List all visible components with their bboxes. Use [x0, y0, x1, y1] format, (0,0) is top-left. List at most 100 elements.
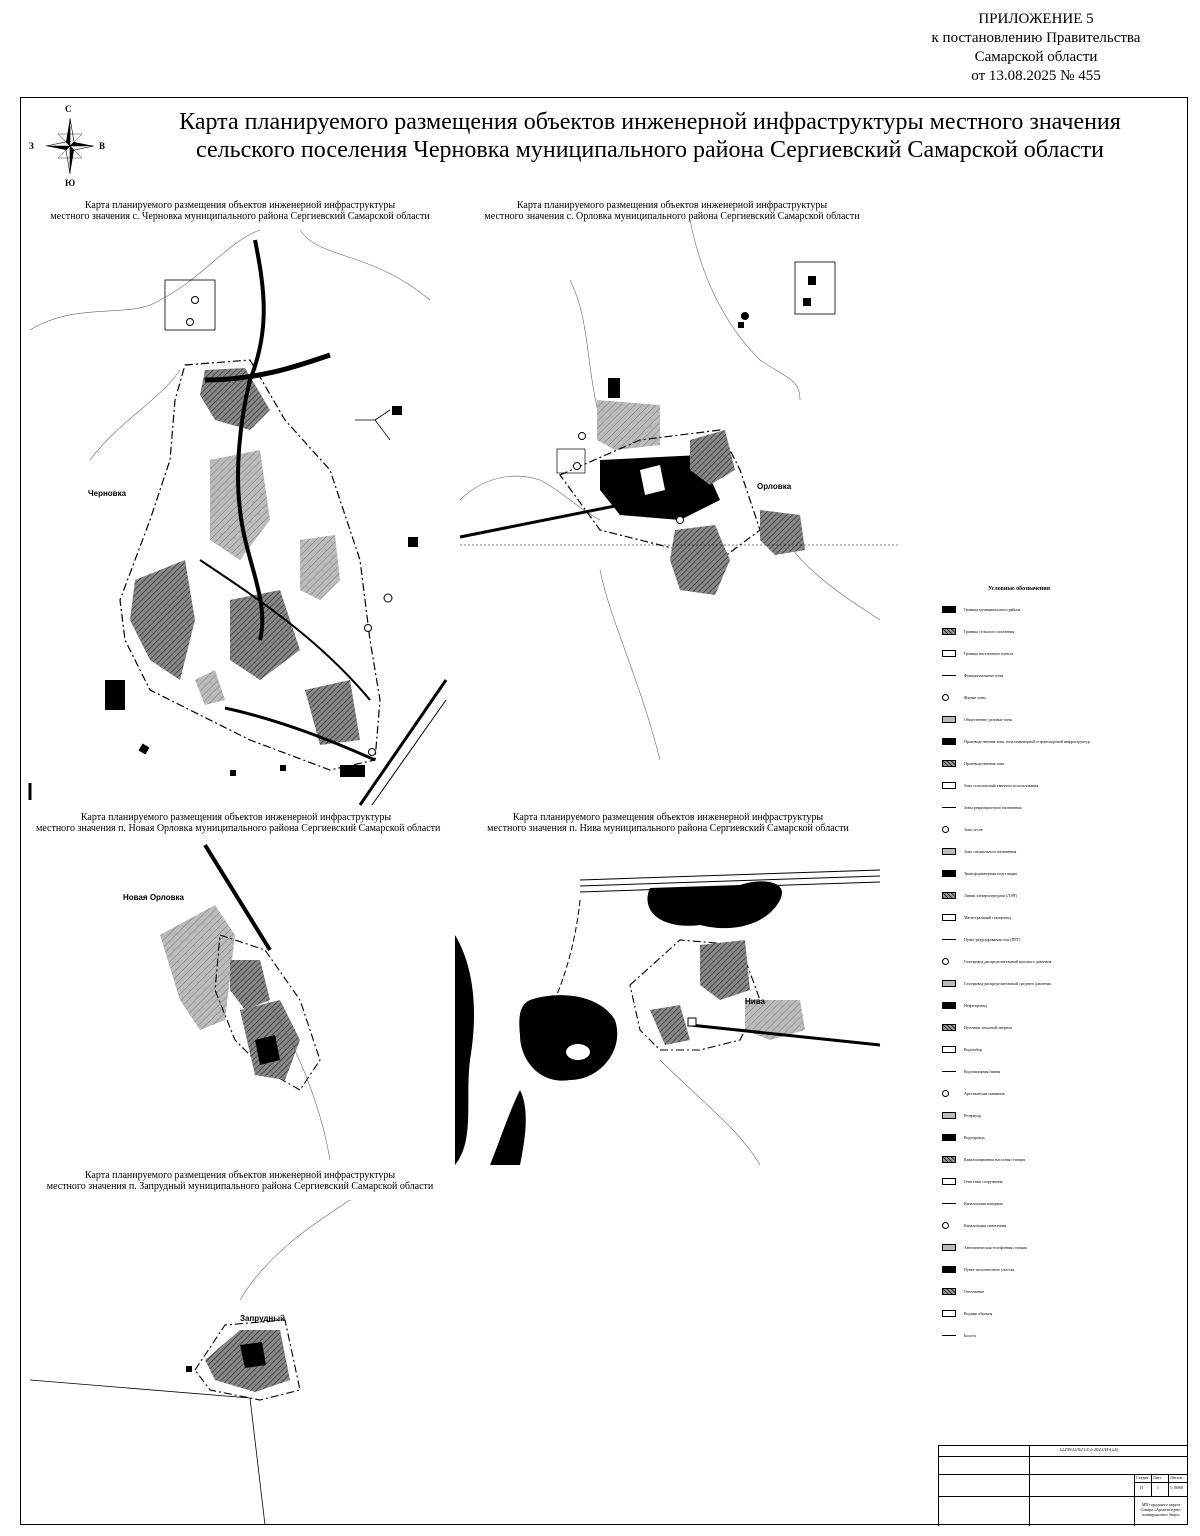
stamp-code: 3229933/0213/3-2023/И-(54) [1059, 1448, 1119, 1453]
legend-symbol [942, 1310, 956, 1317]
legend-symbol [942, 1178, 956, 1185]
title-line-1: Карта планируемого размещения объектов и… [179, 109, 1121, 135]
appendix-line-2: к постановлению Правительства [931, 30, 1141, 46]
legend-symbol [942, 870, 956, 877]
legend-symbol [942, 1134, 956, 1141]
map-niva-title: Карта планируемого размещения объектов и… [487, 812, 849, 834]
legend-title: Условные обозначения [988, 586, 1050, 592]
stamp-sheet: 1 [1157, 1485, 1159, 1490]
legend-symbol [942, 1335, 956, 1336]
compass-south: Ю [65, 178, 76, 188]
legend-item: Зона специального назначения [964, 849, 1017, 854]
stamp-org: МП городского округа Самара «Архитектурн… [1140, 1502, 1182, 1517]
legend-item: Водозабор [964, 1047, 982, 1052]
legend-symbol [942, 1288, 956, 1295]
legend-item: Артезианская скважина [964, 1091, 1005, 1096]
legend-item: Источник тепловой энергии [964, 1025, 1012, 1030]
map-zaprudny-title: Карта планируемого размещения объектов и… [46, 1170, 434, 1192]
legend-item: Зоны рекреационного назначения [964, 805, 1022, 810]
compass-west: З [29, 141, 34, 151]
map-zaprudny [29, 1199, 351, 1526]
compass-rose-icon: С Ю З В [29, 104, 105, 188]
place-orlovka: Орловка [757, 482, 792, 491]
map-legend: Условные обозначения Граница муниципальн… [936, 585, 1146, 1355]
legend-item: Магистральный газопровод [964, 915, 1012, 920]
map-novaya-orlovka [160, 843, 331, 1161]
stamp-sheet-label: Лист [1153, 1475, 1162, 1480]
place-zaprudny: Запрудный [240, 1314, 285, 1323]
appendix-line-3: Самарской области [974, 49, 1098, 65]
legend-item: Канализационная насосная станция [964, 1157, 1025, 1162]
legend-symbol [942, 760, 956, 767]
legend-item: Водопровод [964, 1135, 985, 1140]
legend-symbol [942, 914, 956, 921]
legend-symbol [942, 1112, 956, 1119]
title-line-2: сельского поселения Черновка муниципальн… [196, 137, 1104, 163]
appendix-line-1: ПРИЛОЖЕНИЕ 5 [978, 11, 1094, 27]
legend-symbol [942, 1024, 956, 1031]
legend-item: Канализация самотечная [964, 1223, 1007, 1228]
stamp-scale: 1:10000 [1170, 1485, 1184, 1490]
legend-item: Функциональные зоны [964, 673, 1004, 678]
map-orlovka-title: Карта планируемого размещения объектов и… [484, 200, 860, 222]
legend-symbol [942, 1090, 949, 1097]
legend-symbol [942, 807, 956, 808]
legend-symbol [942, 1203, 956, 1204]
map-chernovka [28, 229, 448, 806]
place-novaya-orlovka: Новая Орловка [123, 893, 184, 902]
legend-item: Канализация напорная [964, 1201, 1003, 1206]
legend-symbol [942, 892, 956, 899]
legend-item: Граница сельского поселения [964, 629, 1015, 634]
legend-symbol [942, 694, 949, 701]
legend-item: Нефтепровод [964, 1003, 987, 1008]
compass-east: В [99, 141, 106, 151]
appendix-line-4: от 13.08.2025 № 455 [971, 68, 1101, 84]
map-niva [455, 869, 881, 1166]
legend-item: Пункт налоговозного участка [964, 1267, 1015, 1272]
legend-item: Зона лесов [964, 827, 983, 832]
map-orlovka [459, 219, 900, 761]
title-block-stamp: 3229933/0213/3-2023/И-(54) Стадия Лист Л… [938, 1445, 1187, 1526]
legend-symbol [942, 980, 956, 987]
legend-symbol [942, 650, 956, 657]
legend-item: Водные объекты [964, 1311, 993, 1316]
appendix-block: ПРИЛОЖЕНИЕ 5 к постановлению Правительст… [906, 10, 1166, 86]
map-frame [20, 97, 1188, 1525]
legend-item: Жилые зоны [964, 695, 986, 700]
legend-item: Автоматическая телефонная станция [964, 1245, 1027, 1250]
legend-symbol [942, 628, 956, 635]
legend-symbol [942, 782, 956, 789]
legend-item: Озеленение [964, 1289, 984, 1294]
legend-item: Зона сельскохозяйственного использования [964, 783, 1039, 788]
stamp-sheets-label: Листов [1170, 1475, 1183, 1480]
legend-item: Водонапорная башня [964, 1069, 1001, 1074]
legend-item: Трансформаторная подстанция [964, 871, 1017, 876]
legend-item: Линии электропередачи (ЛЭП) [964, 893, 1017, 898]
legend-symbol [942, 826, 949, 833]
map-novaya-orlovka-title: Карта планируемого размещения объектов и… [36, 812, 441, 834]
legend-item: Резервуар [964, 1113, 981, 1118]
legend-symbol [942, 1156, 956, 1163]
legend-symbol [942, 1071, 956, 1072]
compass-north: С [65, 104, 72, 114]
legend-item: Газопровод распределительный среднего да… [964, 981, 1051, 986]
place-niva: Нива [745, 997, 765, 1006]
legend-item: Общественно-деловые зоны [964, 717, 1013, 722]
legend-item: Очистные сооружения [964, 1179, 1003, 1184]
legend-symbol [942, 716, 956, 723]
legend-item: Производственная зона [964, 761, 1004, 766]
legend-item: Граница муниципального района [964, 607, 1021, 612]
map-chernovka-title: Карта планируемого размещения объектов и… [50, 200, 430, 222]
page-title: Карта планируемого размещения объектов и… [130, 108, 1170, 164]
legend-symbol [942, 939, 956, 940]
place-chernovka: Черновка [88, 489, 127, 498]
legend-item: Производственная зона, зона инженерной и… [964, 739, 1090, 744]
legend-symbol [942, 606, 956, 613]
legend-symbol [942, 848, 956, 855]
stamp-stage-label: Стадия [1136, 1475, 1149, 1480]
legend-item: Пункт редуцирования газа (ПРГ) [964, 937, 1021, 942]
stamp-stage: П [1140, 1485, 1143, 1490]
legend-symbol [942, 1046, 956, 1053]
legend-symbol [942, 738, 956, 745]
